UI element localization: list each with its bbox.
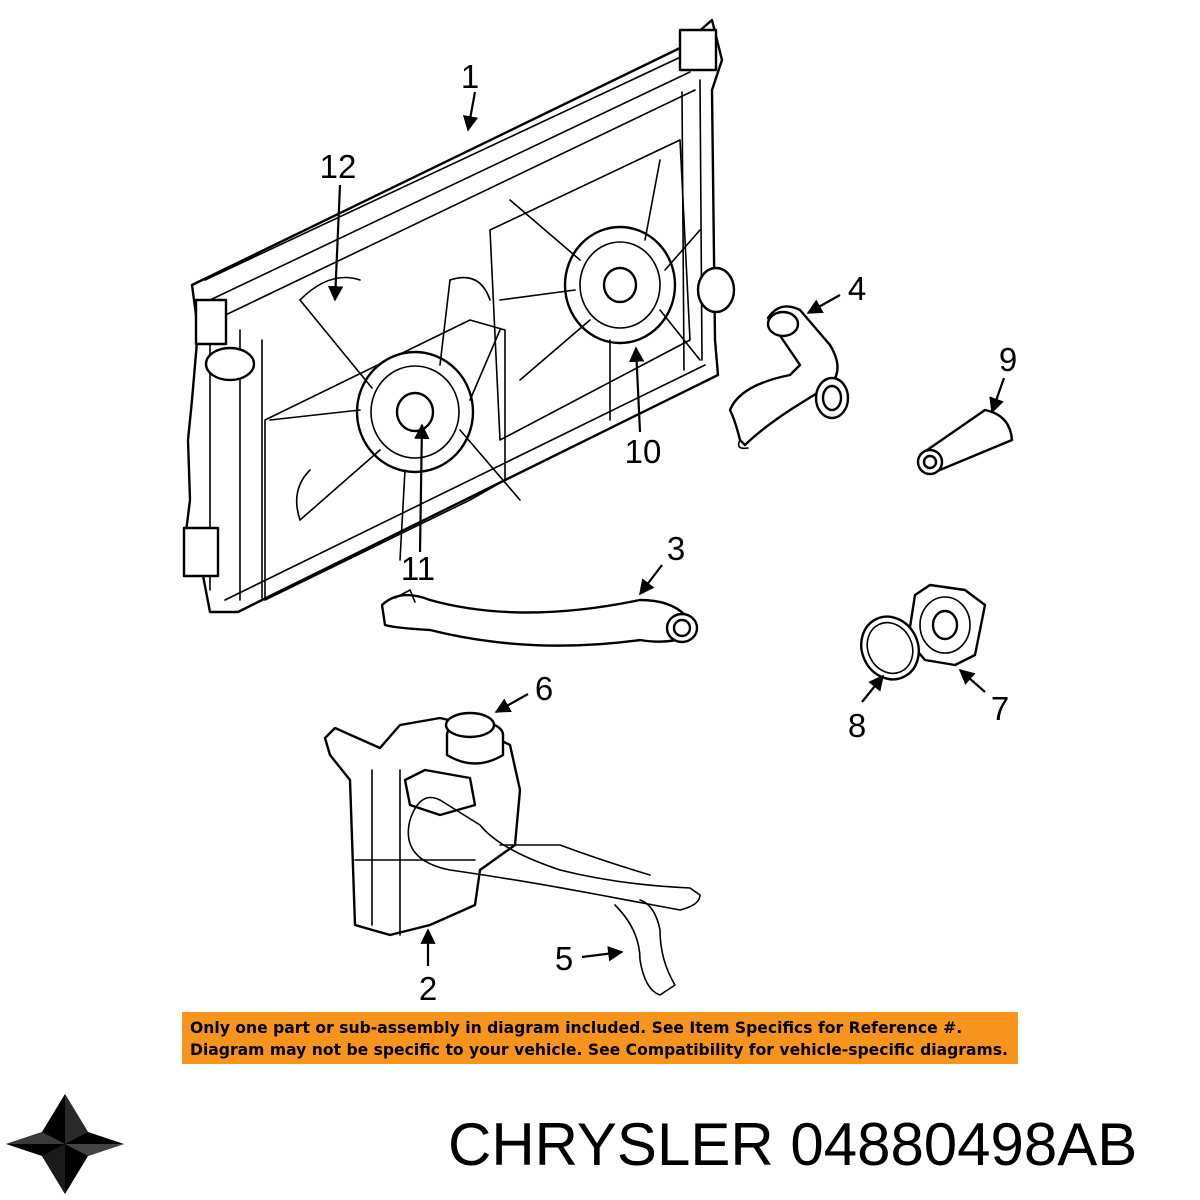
reservoir-cap [444, 711, 496, 739]
thermostat-gasket [860, 615, 920, 681]
coolant-reservoir [323, 716, 522, 937]
chrysler-pentastar-logo [6, 1094, 124, 1194]
callout-11: 11 [401, 550, 435, 587]
callout-labels: 1 2 3 4 5 6 7 8 9 10 11 12 [320, 58, 1018, 1007]
callout-1: 1 [461, 58, 479, 95]
brand-part-number: CHRYSLER 04880498AB [448, 1111, 1138, 1178]
callout-3: 3 [667, 530, 685, 567]
upper-radiator-hose [728, 305, 850, 450]
right-cooling-fan [489, 139, 701, 441]
callout-5: 5 [555, 940, 573, 977]
callout-10: 10 [625, 433, 662, 470]
callout-9: 9 [999, 341, 1017, 378]
lower-radiator-hose [380, 589, 699, 647]
callout-7: 7 [991, 690, 1009, 727]
disclaimer-line-1: Only one part or sub-assembly in diagram… [190, 1019, 963, 1037]
disclaimer-line-2: Diagram may not be specific to your vehi… [190, 1041, 1008, 1059]
callout-2: 2 [419, 970, 437, 1007]
radiator-assembly [182, 18, 736, 614]
disclaimer-banner: Only one part or sub-assembly in diagram… [182, 1012, 1018, 1064]
thermostat-housing [906, 583, 987, 667]
leader-lines [327, 91, 1006, 966]
callout-6: 6 [535, 670, 553, 707]
hose-connector [916, 408, 1014, 476]
callout-4: 4 [848, 270, 866, 307]
callout-8: 8 [848, 707, 866, 744]
left-cooling-fan [264, 276, 521, 601]
callout-12: 12 [320, 148, 357, 185]
overflow-hose [407, 796, 701, 996]
